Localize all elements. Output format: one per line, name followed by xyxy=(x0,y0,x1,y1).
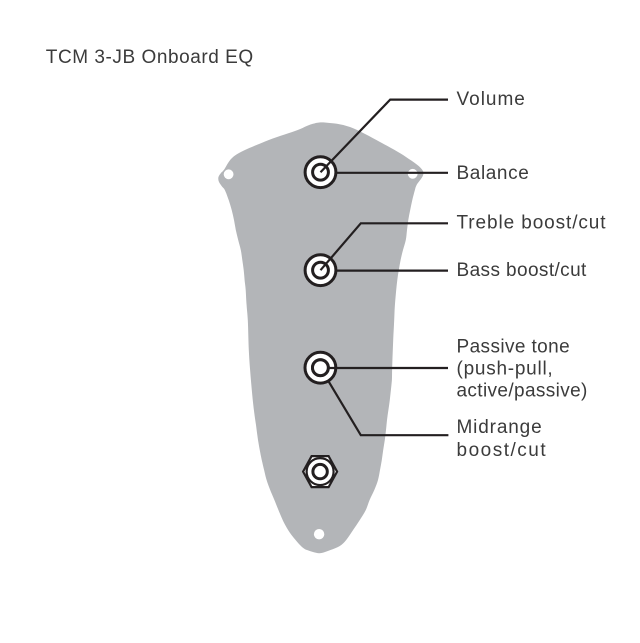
svg-text:Treble boost/cut: Treble boost/cut xyxy=(457,213,607,234)
svg-text:(push-pull,: (push-pull, xyxy=(457,359,554,380)
svg-text:Volume: Volume xyxy=(457,89,526,110)
svg-text:Bass boost/cut: Bass boost/cut xyxy=(457,260,588,281)
svg-text:boost/cut: boost/cut xyxy=(457,440,548,461)
svg-text:TCM 3-JB Onboard EQ: TCM 3-JB Onboard EQ xyxy=(46,47,254,68)
svg-text:Midrange: Midrange xyxy=(457,417,543,438)
svg-text:Balance: Balance xyxy=(457,163,530,184)
svg-text:active/passive): active/passive) xyxy=(457,380,588,401)
svg-text:Passive tone: Passive tone xyxy=(457,336,571,357)
